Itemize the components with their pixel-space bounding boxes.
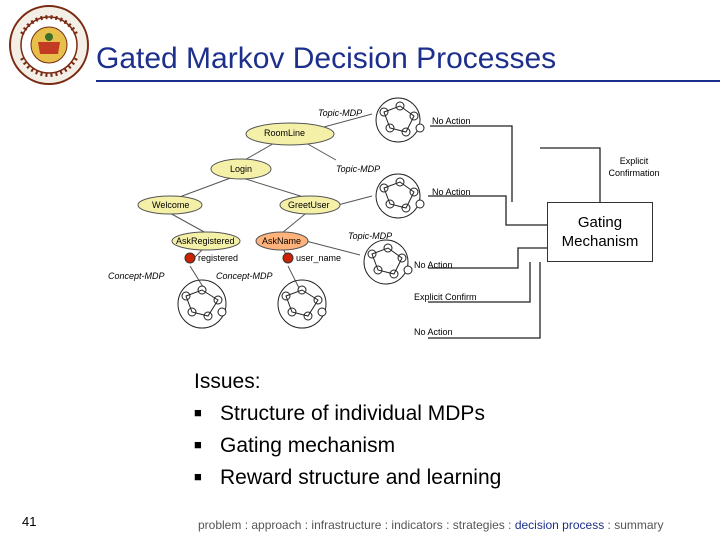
list-item: ■Reward structure and learning xyxy=(194,461,501,493)
node-roomline-shape xyxy=(245,122,335,146)
concept-mdp-label-2: Concept-MDP xyxy=(216,271,273,281)
issues-list: ■Structure of individual MDPs ■Gating me… xyxy=(194,397,501,493)
explicit-confirmation-label: Explicit Confirmation xyxy=(608,156,660,178)
node-askname-label: AskName xyxy=(262,236,302,246)
topic-mdp-graph-1 xyxy=(375,97,425,143)
concept-username-dot xyxy=(282,252,294,264)
footer-current-section: decision process xyxy=(514,518,605,532)
concept-username-label: user_name xyxy=(296,253,342,263)
footer-sections-after: : summary xyxy=(604,518,664,532)
concept-registered-label: registered xyxy=(198,253,239,263)
concept-mdp-graph-2 xyxy=(277,279,327,329)
square-bullet-icon: ■ xyxy=(194,469,202,484)
no-action-label-2: No Action xyxy=(432,187,471,197)
topic-mdp-label-1: Topic-MDP xyxy=(318,108,363,118)
footer-sections-before: problem : approach : infrastructure : in… xyxy=(198,518,515,532)
node-greetuser-label: GreetUser xyxy=(288,200,330,210)
concept-mdp-graph-1 xyxy=(177,279,227,329)
no-action-label-3: No Action xyxy=(414,260,453,270)
title-underline xyxy=(96,80,720,82)
concept-mdp-label-1: Concept-MDP xyxy=(108,271,165,281)
gating-mechanism-box: Gating Mechanism xyxy=(547,202,653,262)
list-item: ■Gating mechanism xyxy=(194,429,501,461)
topic-mdp-label-3: Topic-MDP xyxy=(348,231,393,241)
node-roomline-label: RoomLine xyxy=(264,128,306,138)
university-seal-logo xyxy=(8,4,90,86)
concept-registered-dot xyxy=(184,252,196,264)
list-item: ■Structure of individual MDPs xyxy=(194,397,501,429)
explicit-confirm-label: Explicit Confirm xyxy=(414,292,477,302)
no-action-label-4: No Action xyxy=(414,327,453,337)
footer-navigation: problem : approach : infrastructure : in… xyxy=(198,518,664,532)
topic-mdp-label-2: Topic-MDP xyxy=(336,164,381,174)
node-askregistered-shape xyxy=(171,231,241,251)
node-login-label: Login xyxy=(230,164,253,174)
node-greetuser-shape xyxy=(279,195,341,215)
node-askname-shape xyxy=(255,231,309,251)
node-askregistered-label: AskRegistered xyxy=(176,236,235,246)
topic-mdp-graph-2 xyxy=(375,173,425,219)
page-number: 41 xyxy=(22,514,37,529)
square-bullet-icon: ■ xyxy=(194,405,202,420)
node-login-shape xyxy=(210,158,272,180)
slide-title: Gated Markov Decision Processes xyxy=(96,42,557,75)
node-welcome-label: Welcome xyxy=(152,200,190,210)
square-bullet-icon: ■ xyxy=(194,437,202,452)
node-welcome-shape xyxy=(137,195,203,215)
no-action-label-1: No Action xyxy=(432,116,471,126)
issues-section: Issues: ■Structure of individual MDPs ■G… xyxy=(194,366,501,493)
topic-mdp-graph-3 xyxy=(363,239,413,285)
issues-heading: Issues: xyxy=(194,370,261,393)
